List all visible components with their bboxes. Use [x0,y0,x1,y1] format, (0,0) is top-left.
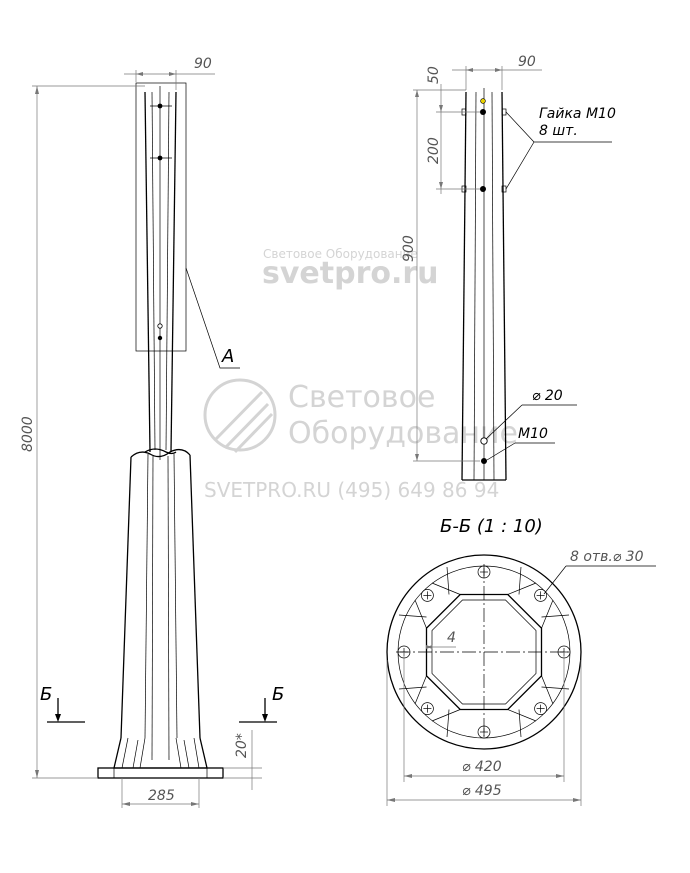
svg-text:М10: М10 [518,426,548,442]
nut-callout: Гайка М10 8 шт. [505,106,616,190]
svg-text:Б: Б [272,684,284,705]
svg-text:8 шт.: 8 шт. [539,123,578,139]
pole-detail-view [461,88,507,481]
detail-a-frame [135,82,187,352]
svg-text:8000: 8000 [20,416,36,452]
watermark-small-company: Световое Оборудование [263,247,418,261]
dim-top-width-right: 90 [452,54,542,90]
svg-text:900: 900 [401,235,417,262]
section-marker-left: Б [40,684,85,723]
svg-text:Гайка М10: Гайка М10 [539,106,616,122]
watermark-big-line1: Световое [288,380,435,415]
svg-text:50: 50 [426,66,442,84]
bolt-callout: М10 [486,426,555,461]
watermark-big-line2: Оборудование [288,416,518,451]
base-plate [97,767,224,779]
watermark-logo-icon [203,378,277,454]
watermark: Световое Оборудование svetpro.ru Светово… [203,247,518,502]
svg-text:Б: Б [40,684,52,705]
svg-text:200: 200 [426,137,442,164]
wall-thickness-label: 4 [447,630,456,646]
svg-text:⌀ 20: ⌀ 20 [532,388,563,404]
dim-top-width-left: 90 [124,56,215,90]
dim-flange-diameter: ⌀ 495 [386,660,582,806]
section-title: Б-Б (1 : 10) [440,516,543,537]
dim-bolt-circle: ⌀ 420 [403,652,565,782]
svg-text:285: 285 [148,788,175,804]
svg-text:8 отв.⌀ 30: 8 отв.⌀ 30 [570,549,644,565]
dim-base-width: 285 [121,778,200,808]
holes-callout: 8 отв.⌀ 30 [543,549,656,595]
dim-vertical-stack: 50 200 900 [401,66,480,462]
detail-a-label: A [221,346,234,367]
pole-front-view [97,82,224,779]
watermark-big-contact: SVETPRO.RU (495) 649 86 94 [204,478,499,502]
svg-text:90: 90 [518,54,536,70]
hole-diameter-callout: ⌀ 20 [485,388,577,440]
svg-text:⌀ 420: ⌀ 420 [462,759,502,775]
svg-text:⌀ 495: ⌀ 495 [462,783,502,799]
section-marker-right: Б [239,684,284,723]
svg-text:90: 90 [194,56,212,72]
dim-total-height: 8000 [20,85,145,779]
dim-base-plate-thickness: 20* [223,730,262,790]
watermark-small-site: svetpro.ru [262,256,439,291]
svg-text:20*: 20* [234,733,250,758]
